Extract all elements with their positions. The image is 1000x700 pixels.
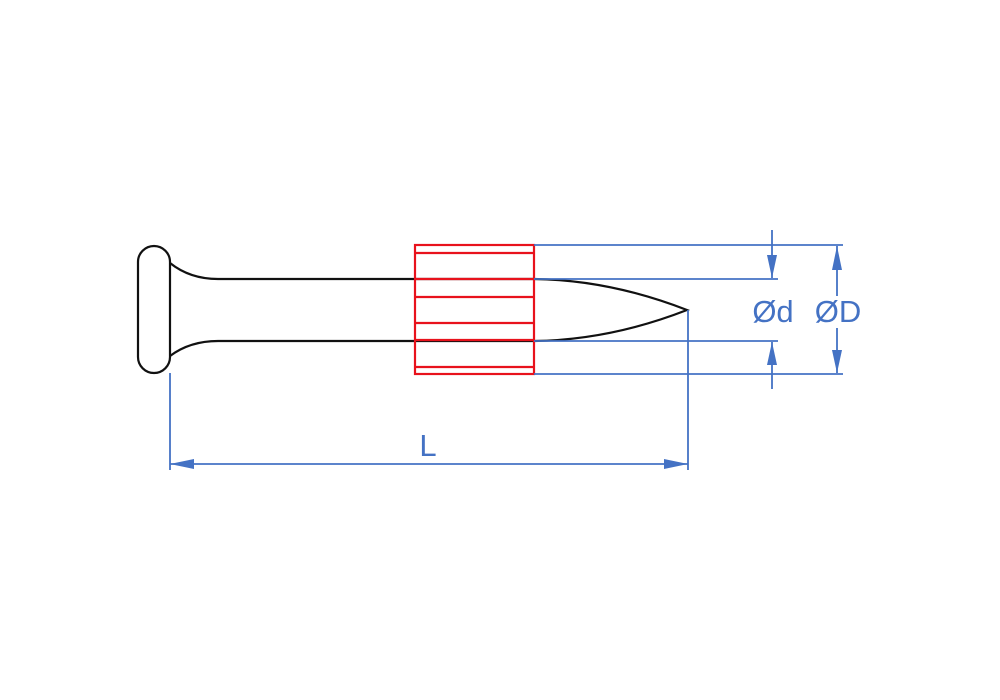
shank-diameter-label: Ød [752, 294, 793, 329]
washer [413, 243, 536, 376]
nail-head [136, 244, 172, 375]
nail-shank [169, 262, 691, 357]
nail-outline [136, 244, 691, 375]
washer-diameter-label: ØD [815, 294, 862, 329]
dimension-lines [169, 230, 843, 470]
length-label: L [419, 428, 436, 463]
